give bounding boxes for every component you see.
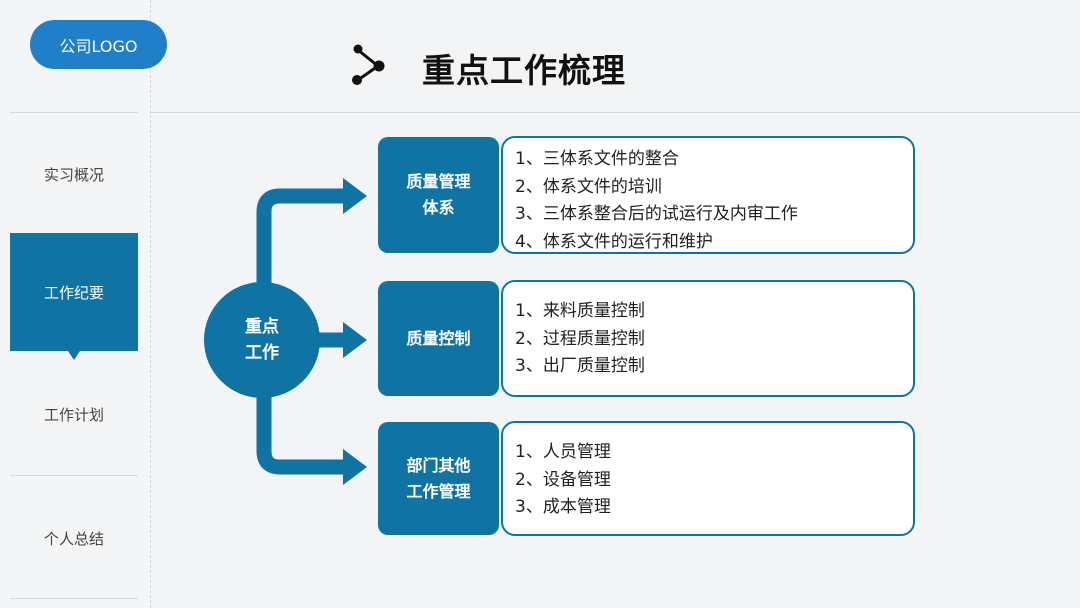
nav-item-personal-summary[interactable]: 个人总结 xyxy=(43,530,104,548)
sidebar: 公司LOGO 实习概况 工作纪要 工作计划 个人总结 xyxy=(0,0,167,608)
list-item: 2、设备管理 xyxy=(515,469,611,490)
list-item: 1、来料质量控制 xyxy=(515,301,645,321)
nav-item-overview[interactable]: 实习概况 xyxy=(43,166,104,184)
list-item: 3、成本管理 xyxy=(515,497,611,517)
divider xyxy=(10,598,138,599)
header-divider xyxy=(150,112,1080,113)
list-item: 3、出厂质量控制 xyxy=(515,356,645,376)
list-item: 2、过程质量控制 xyxy=(515,328,645,349)
company-logo: 公司LOGO xyxy=(30,20,167,69)
list-item: 4、体系文件的运行和维护 xyxy=(515,231,713,252)
list-item: 3、三体系整合后的试运行及内审工作 xyxy=(515,204,798,224)
category-other-work: 部门其他 工作管理 xyxy=(378,422,499,535)
list-item: 1、人员管理 xyxy=(515,442,611,462)
divider xyxy=(10,112,138,113)
nav-item-work-summary[interactable]: 工作纪要 xyxy=(10,233,138,360)
list-item: 2、体系文件的培训 xyxy=(515,176,662,197)
nav-item-work-plan[interactable]: 工作计划 xyxy=(43,406,104,424)
page-title: 重点工作梳理 xyxy=(422,51,626,90)
item-box: 1、三体系文件的整合 2、体系文件的培训 3、三体系整合后的试运行及内审工作 4… xyxy=(501,136,915,254)
network-icon xyxy=(352,44,385,85)
nav-item-label: 工作纪要 xyxy=(43,283,104,302)
hub-circle: 重点 工作 xyxy=(204,282,320,398)
item-box: 1、来料质量控制 2、过程质量控制 3、出厂质量控制 xyxy=(501,280,915,397)
divider xyxy=(10,475,138,476)
category-quality-control: 质量控制 xyxy=(378,281,499,396)
category-quality-system: 质量管理 体系 xyxy=(378,137,499,253)
list-item: 1、三体系文件的整合 xyxy=(515,149,679,169)
item-box: 1、人员管理 2、设备管理 3、成本管理 xyxy=(501,421,915,536)
